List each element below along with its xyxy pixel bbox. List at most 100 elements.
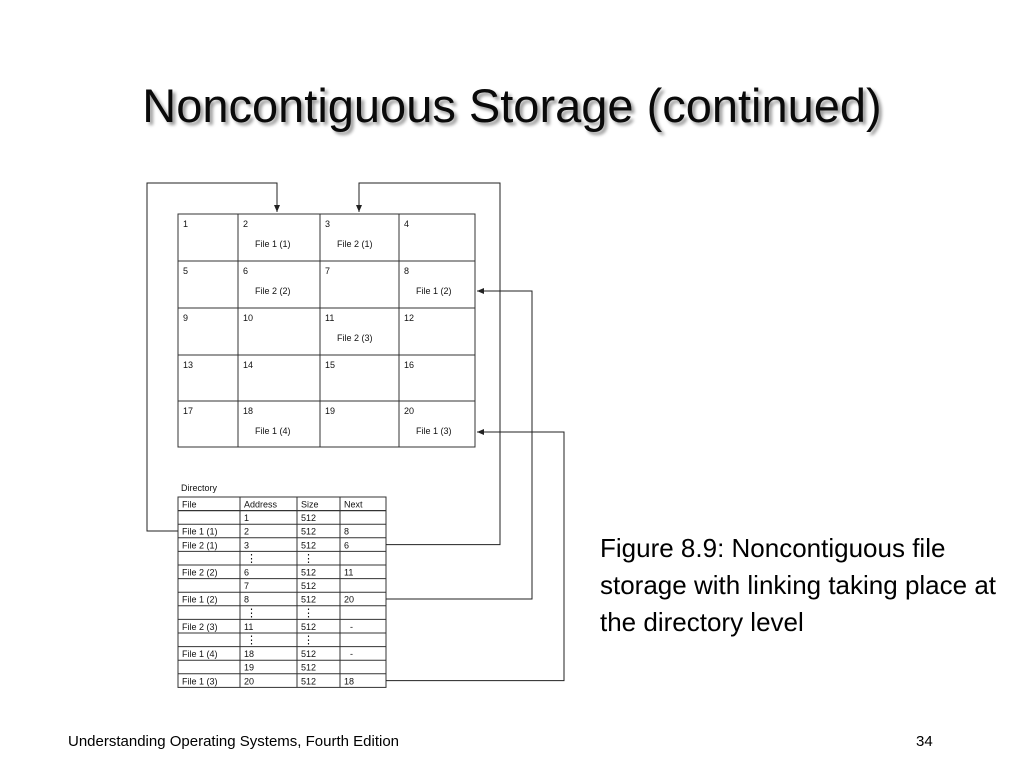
- dir-cell: File 1 (4): [182, 649, 218, 659]
- block-number: 2: [243, 219, 248, 229]
- dir-cell: 7: [244, 581, 249, 591]
- dir-cell: ⋮: [246, 553, 257, 565]
- block-number: 18: [243, 406, 253, 416]
- dir-header-address: Address: [244, 500, 278, 510]
- dir-cell: 18: [244, 649, 254, 659]
- block-file-label: File 2 (2): [255, 286, 291, 296]
- block-file-label: File 1 (3): [416, 426, 452, 436]
- block-number: 17: [183, 406, 193, 416]
- dir-cell: ⋮: [246, 635, 257, 647]
- block-number: 8: [404, 266, 409, 276]
- dir-cell: 6: [344, 540, 349, 550]
- footer-book-title: Understanding Operating Systems, Fourth …: [68, 733, 400, 750]
- block-number: 16: [404, 360, 414, 370]
- storage-block-16: 16: [404, 360, 414, 370]
- dir-cell: ⋮: [303, 607, 314, 619]
- block-number: 14: [243, 360, 253, 370]
- dir-cell: 8: [244, 595, 249, 605]
- dir-cell: 512: [301, 527, 316, 537]
- storage-block-10: 10: [243, 313, 253, 323]
- dir-cell: 3: [244, 540, 249, 550]
- dir-cell: 512: [301, 595, 316, 605]
- storage-block-9: 9: [183, 313, 188, 323]
- link-arrow-file1-block20: [386, 429, 565, 682]
- block-number: 5: [183, 266, 188, 276]
- block-number: 6: [243, 266, 248, 276]
- dir-cell: File 1 (1): [182, 527, 218, 537]
- dir-header-next: Next: [344, 500, 363, 510]
- dir-cell: 512: [301, 568, 316, 578]
- storage-block-19: 19: [325, 406, 335, 416]
- block-number: 15: [325, 360, 335, 370]
- page-number: 34: [916, 733, 933, 750]
- directory-row: 7 512: [244, 581, 316, 591]
- block-number: 19: [325, 406, 335, 416]
- dir-header-size: Size: [301, 500, 319, 510]
- storage-block-15: 15: [325, 360, 335, 370]
- block-file-label: File 2 (1): [337, 239, 373, 249]
- dir-cell: 2: [244, 527, 249, 537]
- block-number: 20: [404, 406, 414, 416]
- block-number: 4: [404, 219, 409, 229]
- dir-cell: 512: [301, 513, 316, 523]
- dir-cell: 512: [301, 649, 316, 659]
- link-arrows: [146, 182, 565, 682]
- block-number: 12: [404, 313, 414, 323]
- dir-cell: File 2 (2): [182, 568, 218, 578]
- dir-cell: ⋮: [303, 553, 314, 565]
- block-number: 13: [183, 360, 193, 370]
- dir-cell: -: [350, 649, 353, 659]
- storage-block-1: 1: [183, 219, 188, 229]
- directory-row: ⋮⋮: [246, 553, 314, 565]
- block-number: 3: [325, 219, 330, 229]
- dir-cell: 20: [244, 676, 254, 686]
- dir-cell: File 2 (1): [182, 540, 218, 550]
- storage-block-13: 13: [183, 360, 193, 370]
- storage-block-4: 4: [404, 219, 409, 229]
- storage-block-14: 14: [243, 360, 253, 370]
- directory-row: File 1 (4) 18 512 -: [182, 649, 353, 659]
- block-number: 11: [325, 313, 334, 323]
- directory-row: ⋮⋮: [246, 607, 314, 619]
- dir-cell: 1: [244, 513, 249, 523]
- directory-row: File 1 (3) 20 512 18: [182, 676, 354, 686]
- directory-label: Directory: [181, 483, 218, 493]
- directory-row: ⋮⋮: [246, 635, 314, 647]
- directory-row: 19 512: [244, 663, 316, 673]
- dir-cell: 512: [301, 676, 316, 686]
- dir-cell: 19: [244, 663, 254, 673]
- storage-grid-border: [177, 213, 476, 448]
- block-file-label: File 1 (2): [416, 286, 452, 296]
- directory-row: File 1 (1) 2 512 8: [182, 527, 349, 537]
- dir-cell: 512: [301, 622, 316, 632]
- storage-block-7: 7: [325, 266, 330, 276]
- dir-cell: 512: [301, 581, 316, 591]
- dir-cell: 8: [344, 527, 349, 537]
- dir-cell: File 1 (3): [182, 676, 218, 686]
- dir-cell: 512: [301, 663, 316, 673]
- block-number: 9: [183, 313, 188, 323]
- dir-cell: ⋮: [303, 635, 314, 647]
- dir-cell: 18: [344, 676, 354, 686]
- block-number: 7: [325, 266, 330, 276]
- dir-cell: 20: [344, 595, 354, 605]
- block-file-label: File 2 (3): [337, 333, 373, 343]
- link-arrow-file1-block8: [386, 288, 533, 600]
- storage-block-5: 5: [183, 266, 188, 276]
- dir-cell: ⋮: [246, 607, 257, 619]
- dir-cell: 11: [344, 568, 353, 578]
- block-file-label: File 1 (1): [255, 239, 291, 249]
